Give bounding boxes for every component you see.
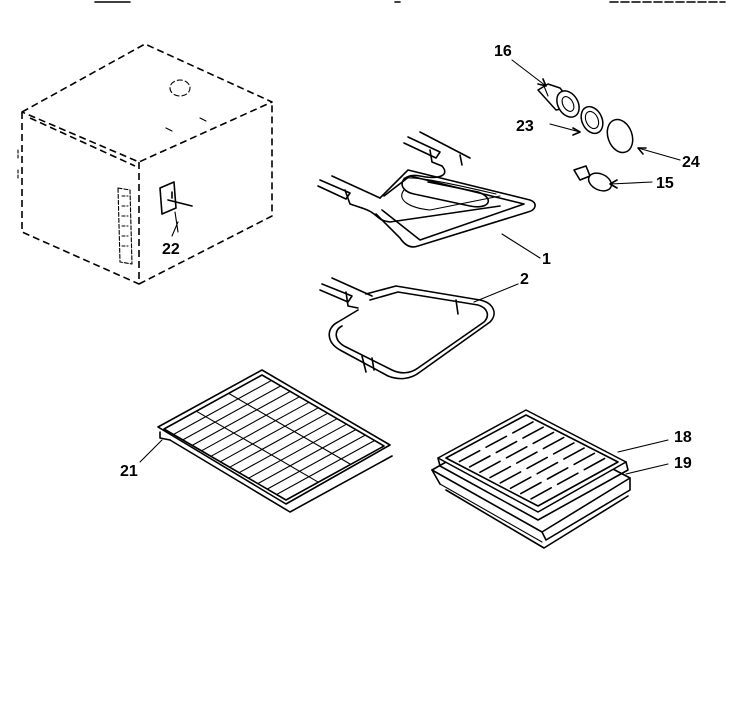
- callout-labels: 16 23 24 15 1 2 22 21 18 19: [120, 43, 700, 480]
- grid-slot: [511, 421, 534, 434]
- grid-slot: [573, 452, 596, 466]
- grid-slot: [522, 426, 544, 439]
- rack-cross-wire: [195, 410, 319, 483]
- grid-slot: [532, 431, 555, 445]
- grid-slot: [485, 435, 508, 448]
- rack-wire: [219, 407, 319, 463]
- rack-wire: [238, 418, 338, 474]
- broiler-grid: [437, 409, 629, 521]
- callout-21: 21: [120, 463, 138, 480]
- callout-18: 18: [674, 429, 692, 446]
- grid-slot: [499, 471, 522, 484]
- callout-2: 2: [520, 271, 529, 288]
- grid-slot: [479, 460, 501, 474]
- lamp-gasket: [580, 105, 604, 135]
- callout-23: 23: [516, 118, 534, 135]
- rack-wire: [229, 412, 329, 468]
- grid-slot: [536, 461, 559, 475]
- rack-wire: [276, 439, 376, 496]
- oven-cavity: [17, 43, 273, 285]
- rack-wire: [266, 434, 366, 490]
- rack-wire: [247, 423, 348, 479]
- sensor-bracket: [159, 181, 193, 233]
- oven-rack: [157, 369, 393, 513]
- grid-slot: [509, 476, 532, 490]
- grid-slot: [546, 467, 569, 480]
- grid-slot: [468, 455, 491, 468]
- grid-slot: [530, 487, 552, 500]
- rack-wire: [200, 396, 301, 452]
- lamp-lens: [606, 118, 634, 154]
- rack-wire: [172, 379, 272, 436]
- grid-slot: [505, 446, 528, 459]
- grid-slot: [526, 456, 548, 470]
- light-bulb: [573, 165, 613, 192]
- leader-lines: [139, 59, 681, 475]
- callout-1: 1: [542, 251, 551, 268]
- rack-wire: [257, 429, 357, 485]
- grid-slot: [583, 457, 606, 471]
- broiler-pan: [431, 413, 631, 549]
- rack-cross-wire: [228, 392, 352, 465]
- grid-slot: [542, 436, 565, 450]
- grid-slot: [495, 440, 518, 454]
- broil-element: [319, 277, 495, 380]
- callout-16: 16: [494, 43, 512, 60]
- callout-24: 24: [682, 154, 700, 171]
- rack-wire: [182, 385, 282, 441]
- grid-slot: [563, 447, 585, 460]
- callout-15: 15: [656, 175, 674, 192]
- callout-19: 19: [674, 455, 692, 472]
- rack-wire: [210, 401, 310, 457]
- callout-22: 22: [162, 241, 180, 258]
- grid-slot: [556, 472, 579, 486]
- rack-wire: [191, 390, 291, 446]
- bake-element: [317, 131, 536, 248]
- grid-slot: [516, 451, 538, 464]
- grid-slot: [489, 465, 512, 479]
- grid-slot: [458, 449, 481, 463]
- grid-slot: [520, 481, 542, 495]
- lamp-socket: [537, 83, 580, 118]
- grid-slot: [552, 442, 575, 455]
